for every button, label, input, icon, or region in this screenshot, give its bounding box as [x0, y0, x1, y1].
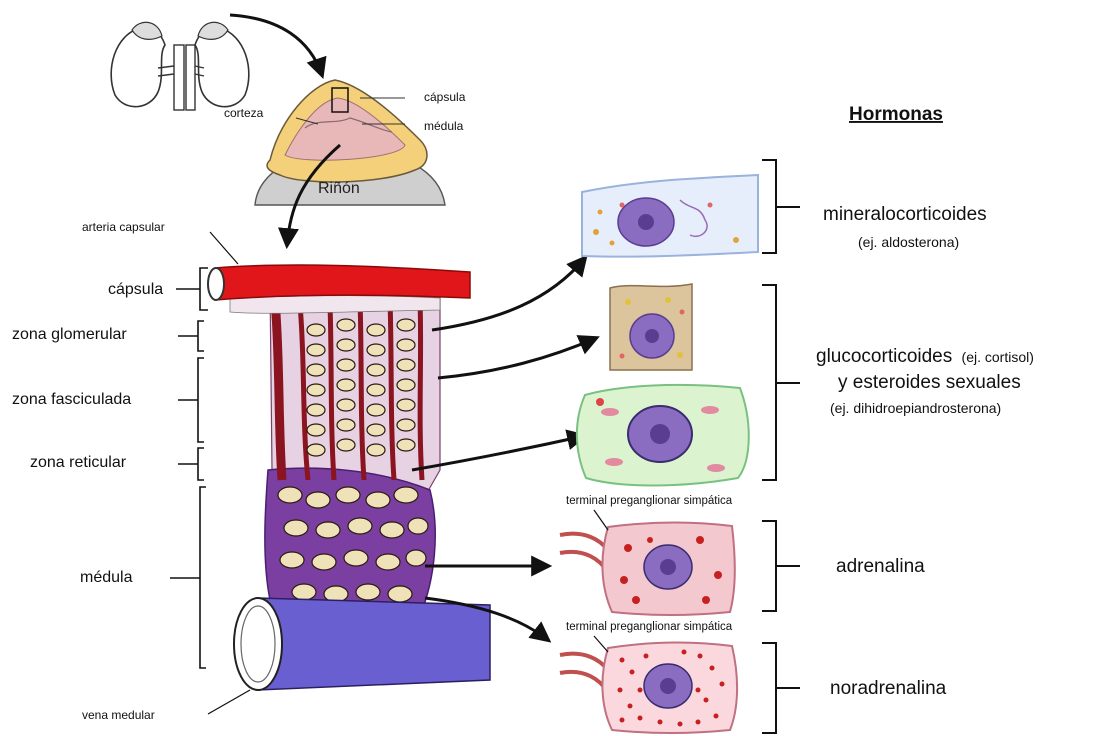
- label-zona-reticular: zona reticular: [30, 454, 127, 471]
- leader-arteria: [210, 232, 238, 264]
- label-arteria-capsular: arteria capsular: [82, 220, 165, 234]
- brace-zona-fasciculada: [178, 358, 204, 442]
- label-terminal-2: terminal preganglionar simpática: [566, 621, 733, 633]
- brace-adrenalina: [762, 521, 800, 611]
- label-capsula: cápsula: [108, 281, 163, 298]
- hormones-header: Hormonas: [849, 104, 943, 125]
- label-terminal-1: terminal preganglionar simpática: [566, 495, 733, 507]
- brace-zona-glomerular: [178, 321, 204, 351]
- arrow-to-tan-cell: [438, 338, 596, 378]
- leader-vena: [208, 690, 250, 714]
- label-vena-medular: vena medular: [82, 708, 155, 722]
- brace-capsula: [176, 268, 208, 310]
- hormone-mineral: mineralocorticoides: [823, 204, 987, 225]
- hormone-adrenalina: adrenalina: [836, 556, 925, 577]
- label-medula: médula: [80, 569, 133, 586]
- label-rinon: Riñón: [318, 180, 360, 197]
- hormone-mineral-example: (ej. aldosterona): [858, 234, 959, 250]
- label-zona-fasciculada: zona fasciculada: [12, 391, 131, 408]
- hormone-gluco: glucocorticoides: [816, 346, 952, 367]
- label-medula-inset: médula: [424, 119, 464, 133]
- hormone-sex-example: (ej. dihidroepiandrosterona): [830, 400, 1001, 416]
- cell-adrenalina: [560, 522, 735, 615]
- kidneys-sketch: [111, 22, 249, 110]
- hormone-sex-steroids: y esteroides sexuales: [838, 372, 1021, 393]
- brace-medula: [170, 487, 206, 668]
- leader-terminal-1: [594, 510, 608, 530]
- hormone-gluco-line: glucocorticoides (ej. cortisol): [816, 346, 1034, 367]
- hormone-noradrenalina: noradrenalina: [830, 678, 947, 699]
- leader-terminal-2: [594, 636, 608, 652]
- label-capsula-inset: cápsula: [424, 90, 466, 104]
- cell-zona-reticular: [577, 385, 749, 486]
- cell-zona-glomerular: [582, 175, 758, 257]
- brace-mineral: [762, 160, 800, 253]
- brace-zona-reticular: [178, 448, 204, 480]
- label-zona-glomerular: zona glomerular: [12, 326, 127, 343]
- arteria-capsular: [215, 265, 470, 300]
- vena-medular: [258, 598, 490, 690]
- brace-gluco: [762, 285, 800, 480]
- cell-noradrenalina: [560, 643, 737, 734]
- cell-zona-fasciculada: [610, 284, 692, 370]
- brace-noradrenalina: [762, 643, 800, 733]
- hormone-gluco-example: (ej. cortisol): [962, 349, 1034, 365]
- label-corteza: corteza: [224, 106, 264, 120]
